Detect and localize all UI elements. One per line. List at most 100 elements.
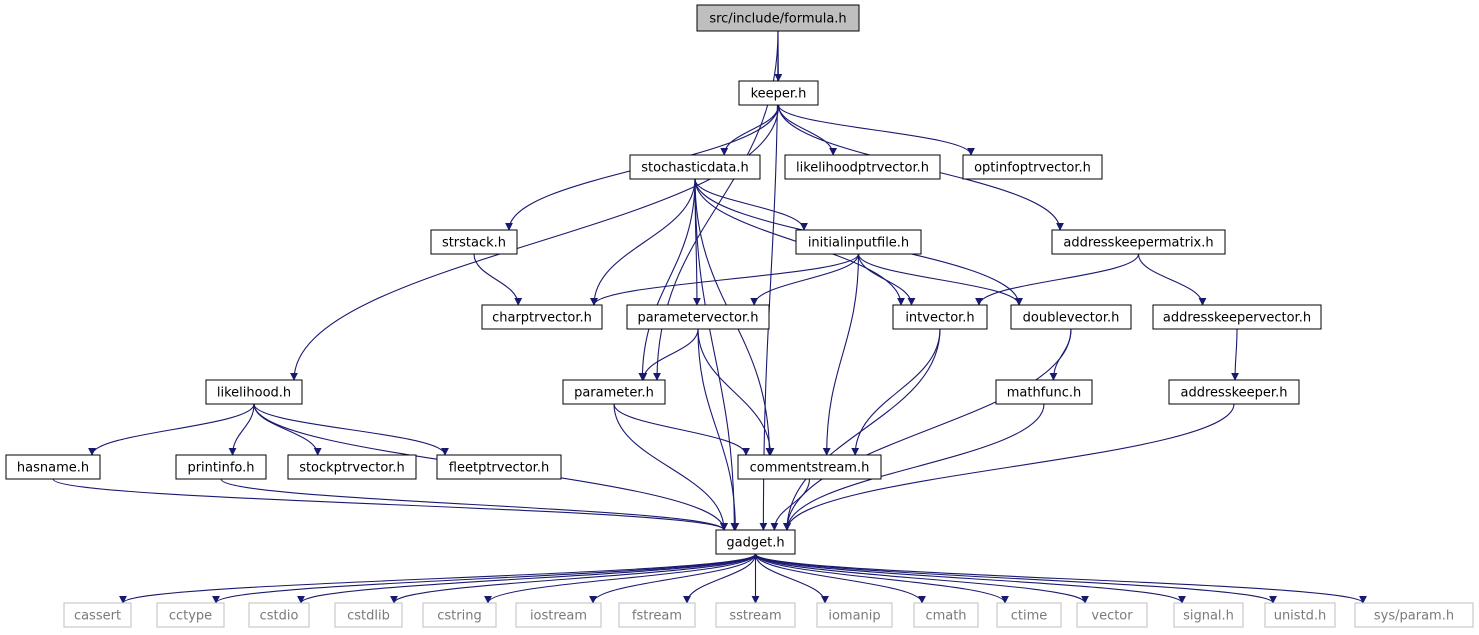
node-label: fstream [632,609,682,624]
node-keeper[interactable]: keeper.h [738,80,819,106]
node-signal: signal.h [1173,602,1244,628]
node-label: addresskeeper.h [1181,386,1288,401]
node-label: src/include/formula.h [709,12,846,27]
edge-strstack-to-charptr [473,253,523,306]
edge-addrmatrix-to-addrvec [1137,253,1207,306]
node-box [515,602,602,628]
node-box [1152,304,1322,330]
node-label: sys/param.h [1374,609,1454,624]
edge-comment-to-gadget [770,478,811,531]
node-box [334,602,403,628]
edge-gadget-to-fstream [683,553,757,604]
node-paramvec[interactable]: parametervector.h [626,304,770,330]
node-iostream: iostream [515,602,602,628]
node-box [1010,304,1132,330]
node-printinfo[interactable]: printinfo.h [175,454,267,480]
node-box [175,454,267,480]
edge-addrkeeper-to-gadget [783,403,1235,531]
node-addrvec[interactable]: addresskeepervector.h [1152,304,1322,330]
node-optinfo[interactable]: optinfoptrvector.h [962,154,1103,180]
node-label: addresskeepervector.h [1163,311,1311,326]
edge-likelihood-to-fleetptr [253,403,449,456]
node-initinput[interactable]: initialinputfile.h [795,229,922,255]
edge-gadget-to-iomanip [754,553,829,604]
node-box [913,602,979,628]
node-box [430,229,518,255]
edge-printinfo-to-gadget [220,478,728,531]
node-comment[interactable]: commentstream.h [737,454,882,480]
edge-gadget-to-cstdlib [390,553,757,604]
node-mathfunc[interactable]: mathfunc.h [995,379,1093,405]
node-hasname[interactable]: hasname.h [5,454,101,480]
edge-gadget-to-iostream [589,553,757,604]
edge-stochastic-to-charptr [590,178,696,306]
edge-paramvec-to-parameter [639,328,699,381]
node-likelihood[interactable]: likelihood.h [205,379,303,405]
node-strstack[interactable]: strstack.h [430,229,518,255]
node-iomanip: iomanip [816,602,893,628]
node-parameter[interactable]: parameter.h [562,379,666,405]
node-box [156,602,225,628]
edge-gadget-to-cmath [754,553,926,604]
node-box [1051,229,1226,255]
node-box [962,154,1103,180]
edge-gadget-to-signal [754,553,1186,604]
node-cstdio: cstdio [248,602,310,628]
edge-initinput-to-paramvec [750,253,860,306]
node-label: stochasticdata.h [641,161,748,176]
node-cctype: cctype [156,602,225,628]
node-intvec[interactable]: intvector.h [892,304,988,330]
node-box [63,602,132,628]
node-box [5,454,101,480]
edge-paramvec-to-comment [697,328,775,456]
node-box [1168,379,1300,405]
node-stockptr[interactable]: stockptrvector.h [287,454,417,480]
node-gadget[interactable]: gadget.h [715,529,796,555]
node-ctime: ctime [996,602,1062,628]
edge-likelihood-to-hasname [88,403,255,456]
node-addrkeeper[interactable]: addresskeeper.h [1168,379,1300,405]
node-addrmatrix[interactable]: addresskeepermatrix.h [1051,229,1226,255]
node-fleetptr[interactable]: fleetptrvector.h [436,454,562,480]
node-box [205,379,303,405]
edge-initinput-to-charptr [590,253,860,306]
nodes-layer: src/include/formula.h keeper.h stochasticd… [5,4,1474,628]
edge-hasname-to-gadget [52,478,728,531]
node-box [737,454,882,480]
node-stochastic[interactable]: stochasticdata.h [629,154,761,180]
node-box [1173,602,1244,628]
node-cstdlib: cstdlib [334,602,403,628]
node-label: cassert [74,609,121,624]
edge-likelihood-to-printinfo [228,403,255,456]
node-label: likelihoodptrvector.h [796,161,929,176]
node-label: parametervector.h [637,311,758,326]
node-label: sstream [729,609,781,624]
edge-likelihood-to-stockptr [253,403,322,456]
edge-initinput-to-intvec [857,253,916,306]
node-box [287,454,417,480]
edge-keeper-to-likelihood [290,104,780,381]
node-label: vector [1091,609,1133,624]
node-vector: vector [1076,602,1148,628]
node-box [995,379,1093,405]
node-label: cstdio [260,609,299,624]
node-label: doublevector.h [1023,311,1120,326]
node-doublevec[interactable]: doublevector.h [1010,304,1132,330]
node-box [626,304,770,330]
node-label: keeper.h [751,87,807,102]
edge-gadget-to-ctime [754,553,1009,604]
node-label: optinfoptrvector.h [974,161,1091,176]
node-box [629,154,761,180]
node-label: intvector.h [905,311,974,326]
node-box [618,602,696,628]
edge-addrmatrix-to-intvec [975,253,1140,306]
node-charptr[interactable]: charptrvector.h [481,304,603,330]
node-label: addresskeepermatrix.h [1063,236,1213,251]
edge-stochastic-to-initinput [694,178,808,231]
edge-gadget-to-vector [754,553,1089,604]
edge-paramvec-to-gadget [697,328,740,531]
edge-keeper-to-optinfo [777,104,975,156]
node-formula[interactable]: src/include/formula.h [696,4,860,32]
node-likeptr[interactable]: likelihoodptrvector.h [784,154,941,180]
